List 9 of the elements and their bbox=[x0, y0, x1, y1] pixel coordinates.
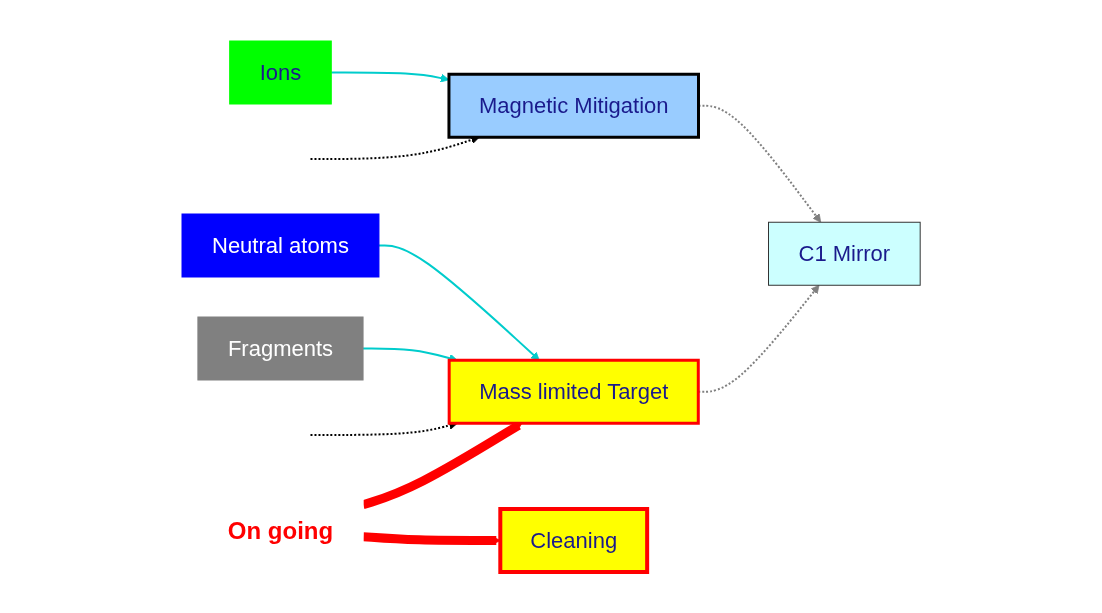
node-box: C1 Mirror bbox=[767, 221, 921, 286]
node-box: Neutral atoms bbox=[181, 213, 380, 278]
node-box: Mass limited Target bbox=[447, 358, 700, 425]
arrow bbox=[377, 244, 540, 361]
node-box: Ions bbox=[229, 40, 332, 105]
node-text: On going bbox=[227, 516, 334, 544]
node-box: Fragments bbox=[197, 316, 364, 381]
node-box: Cleaning bbox=[498, 507, 650, 574]
node-box: Magnetic Mitigation bbox=[447, 72, 700, 139]
